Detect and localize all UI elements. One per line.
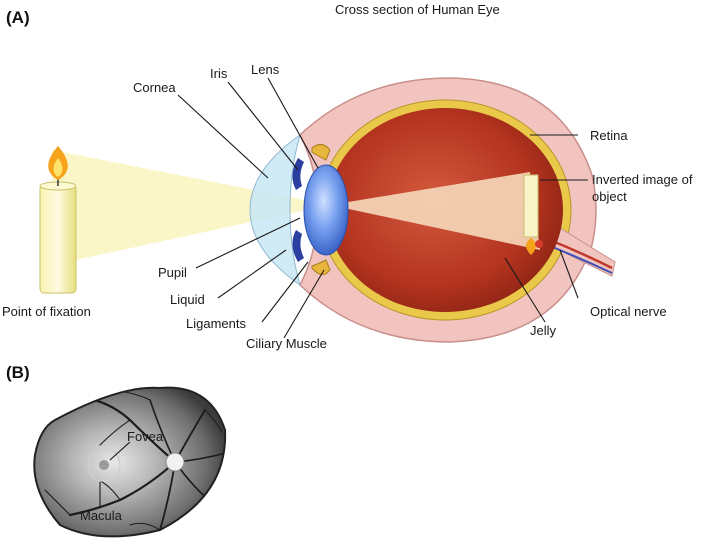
inverted-image-candle xyxy=(523,174,543,255)
refracted-light-cone xyxy=(330,172,540,250)
ciliary-muscle-leader xyxy=(283,269,325,339)
lens-leader xyxy=(267,77,319,169)
liquid-leader xyxy=(217,249,287,299)
fovea-spot xyxy=(99,460,109,470)
label-lens: Lens xyxy=(251,62,280,77)
optical-nerve-leader xyxy=(559,249,579,299)
ciliary-muscle-bottom xyxy=(311,259,331,275)
label-optical-nerve: Optical nerve xyxy=(590,304,667,319)
label-macula: Macula xyxy=(80,508,123,523)
label-iris: Iris xyxy=(210,66,228,81)
pupil-leader xyxy=(195,217,301,269)
label-inverted-image-line2: object xyxy=(592,189,627,204)
label-ligaments: Ligaments xyxy=(186,316,246,331)
iris-leader xyxy=(227,81,299,171)
label-jelly: Jelly xyxy=(530,323,557,338)
label-inverted-image-line1: Inverted image of xyxy=(592,172,693,187)
macula-ring xyxy=(87,448,121,482)
iris-bottom xyxy=(292,230,304,262)
fundus-image xyxy=(33,386,227,538)
label-retina: Retina xyxy=(590,128,628,143)
panel-a-letter: (A) xyxy=(6,8,30,27)
label-point-of-fixation: Point of fixation xyxy=(2,304,91,319)
jelly-leader xyxy=(504,257,546,323)
label-fovea: Fovea xyxy=(127,429,164,444)
panel-b-letter: (B) xyxy=(6,363,30,382)
incoming-light-cone xyxy=(52,150,330,265)
diagram-title: Cross section of Human Eye xyxy=(335,2,500,17)
lens xyxy=(303,164,349,256)
ciliary-muscle-top xyxy=(311,144,331,161)
fovea-leader xyxy=(109,441,131,461)
cornea-leader xyxy=(177,94,269,179)
optic-disc xyxy=(165,452,185,472)
label-ciliary-muscle: Ciliary Muscle xyxy=(246,336,327,351)
label-pupil: Pupil xyxy=(158,265,187,280)
label-liquid: Liquid xyxy=(170,292,205,307)
label-cornea: Cornea xyxy=(133,80,176,95)
candle-icon xyxy=(39,146,77,294)
ligaments-leader xyxy=(261,261,309,323)
